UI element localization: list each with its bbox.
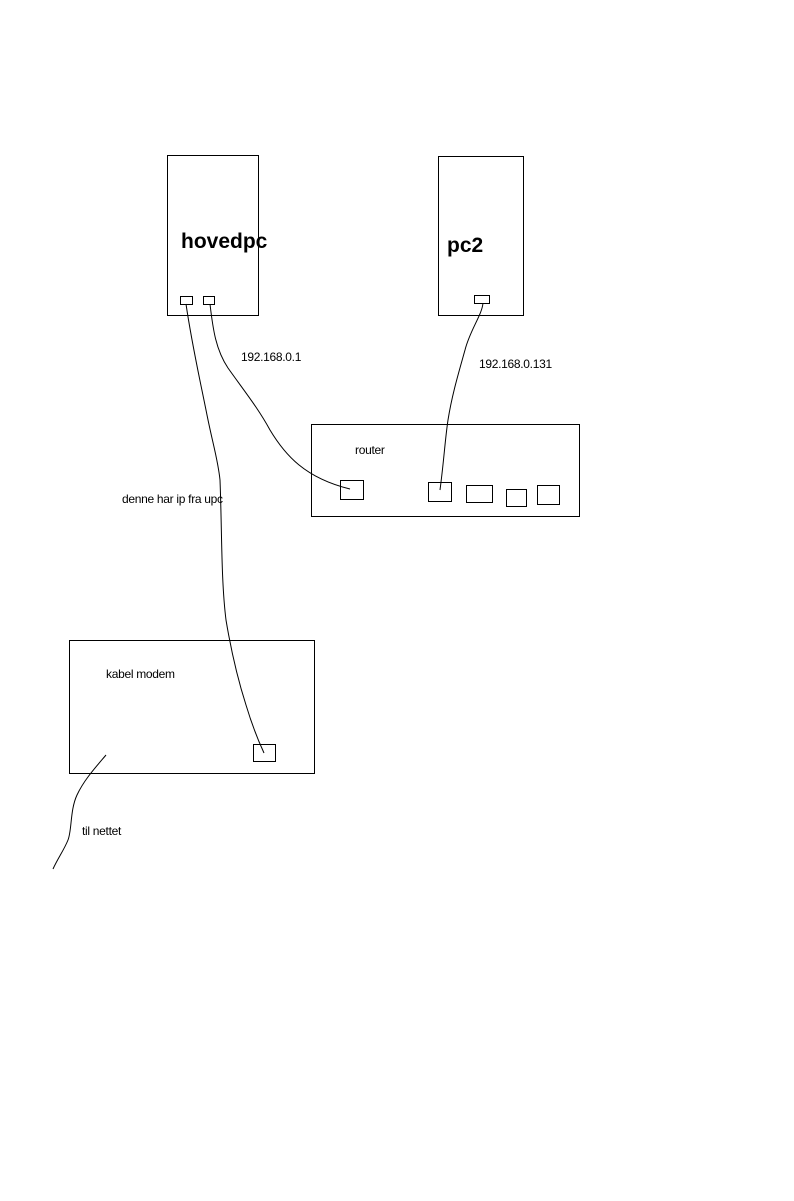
router-case [311,424,580,517]
router-port-4 [506,489,527,507]
cable-main-pc-to-modem [185,303,265,754]
cable-modem-label: kabel modem [106,667,175,681]
pc2-port [474,295,490,304]
cable-modem: kabel modem [69,640,315,774]
main-pc-port-modem [180,296,193,305]
main-pc-case [167,155,259,316]
main-pc-port-router [203,296,215,305]
pc2-case [438,156,524,316]
pc2: pc2 [438,156,524,316]
router-label: router [355,443,385,457]
cable-modem-port [253,744,276,762]
main-pc: hovedpc [167,155,268,316]
router-port-1 [340,480,364,500]
internet-note-label: til nettet [82,824,122,838]
upc-note-label: denne har ip fra upc [122,492,223,506]
router-port-5 [537,485,560,505]
cable-modem-case [69,640,315,774]
router-port-2 [428,482,452,502]
cable-pc2-to-router [439,302,484,491]
main-pc-label: hovedpc [181,230,268,253]
main-pc-ip-label: 192.168.0.1 [241,350,302,364]
router: router [311,424,580,517]
cable-modem-to-internet [52,754,107,870]
pc2-ip-label: 192.168.0.131 [479,357,552,371]
router-port-3 [466,485,493,503]
cable-main-pc-to-router [209,303,351,490]
pc2-label: pc2 [447,234,483,257]
